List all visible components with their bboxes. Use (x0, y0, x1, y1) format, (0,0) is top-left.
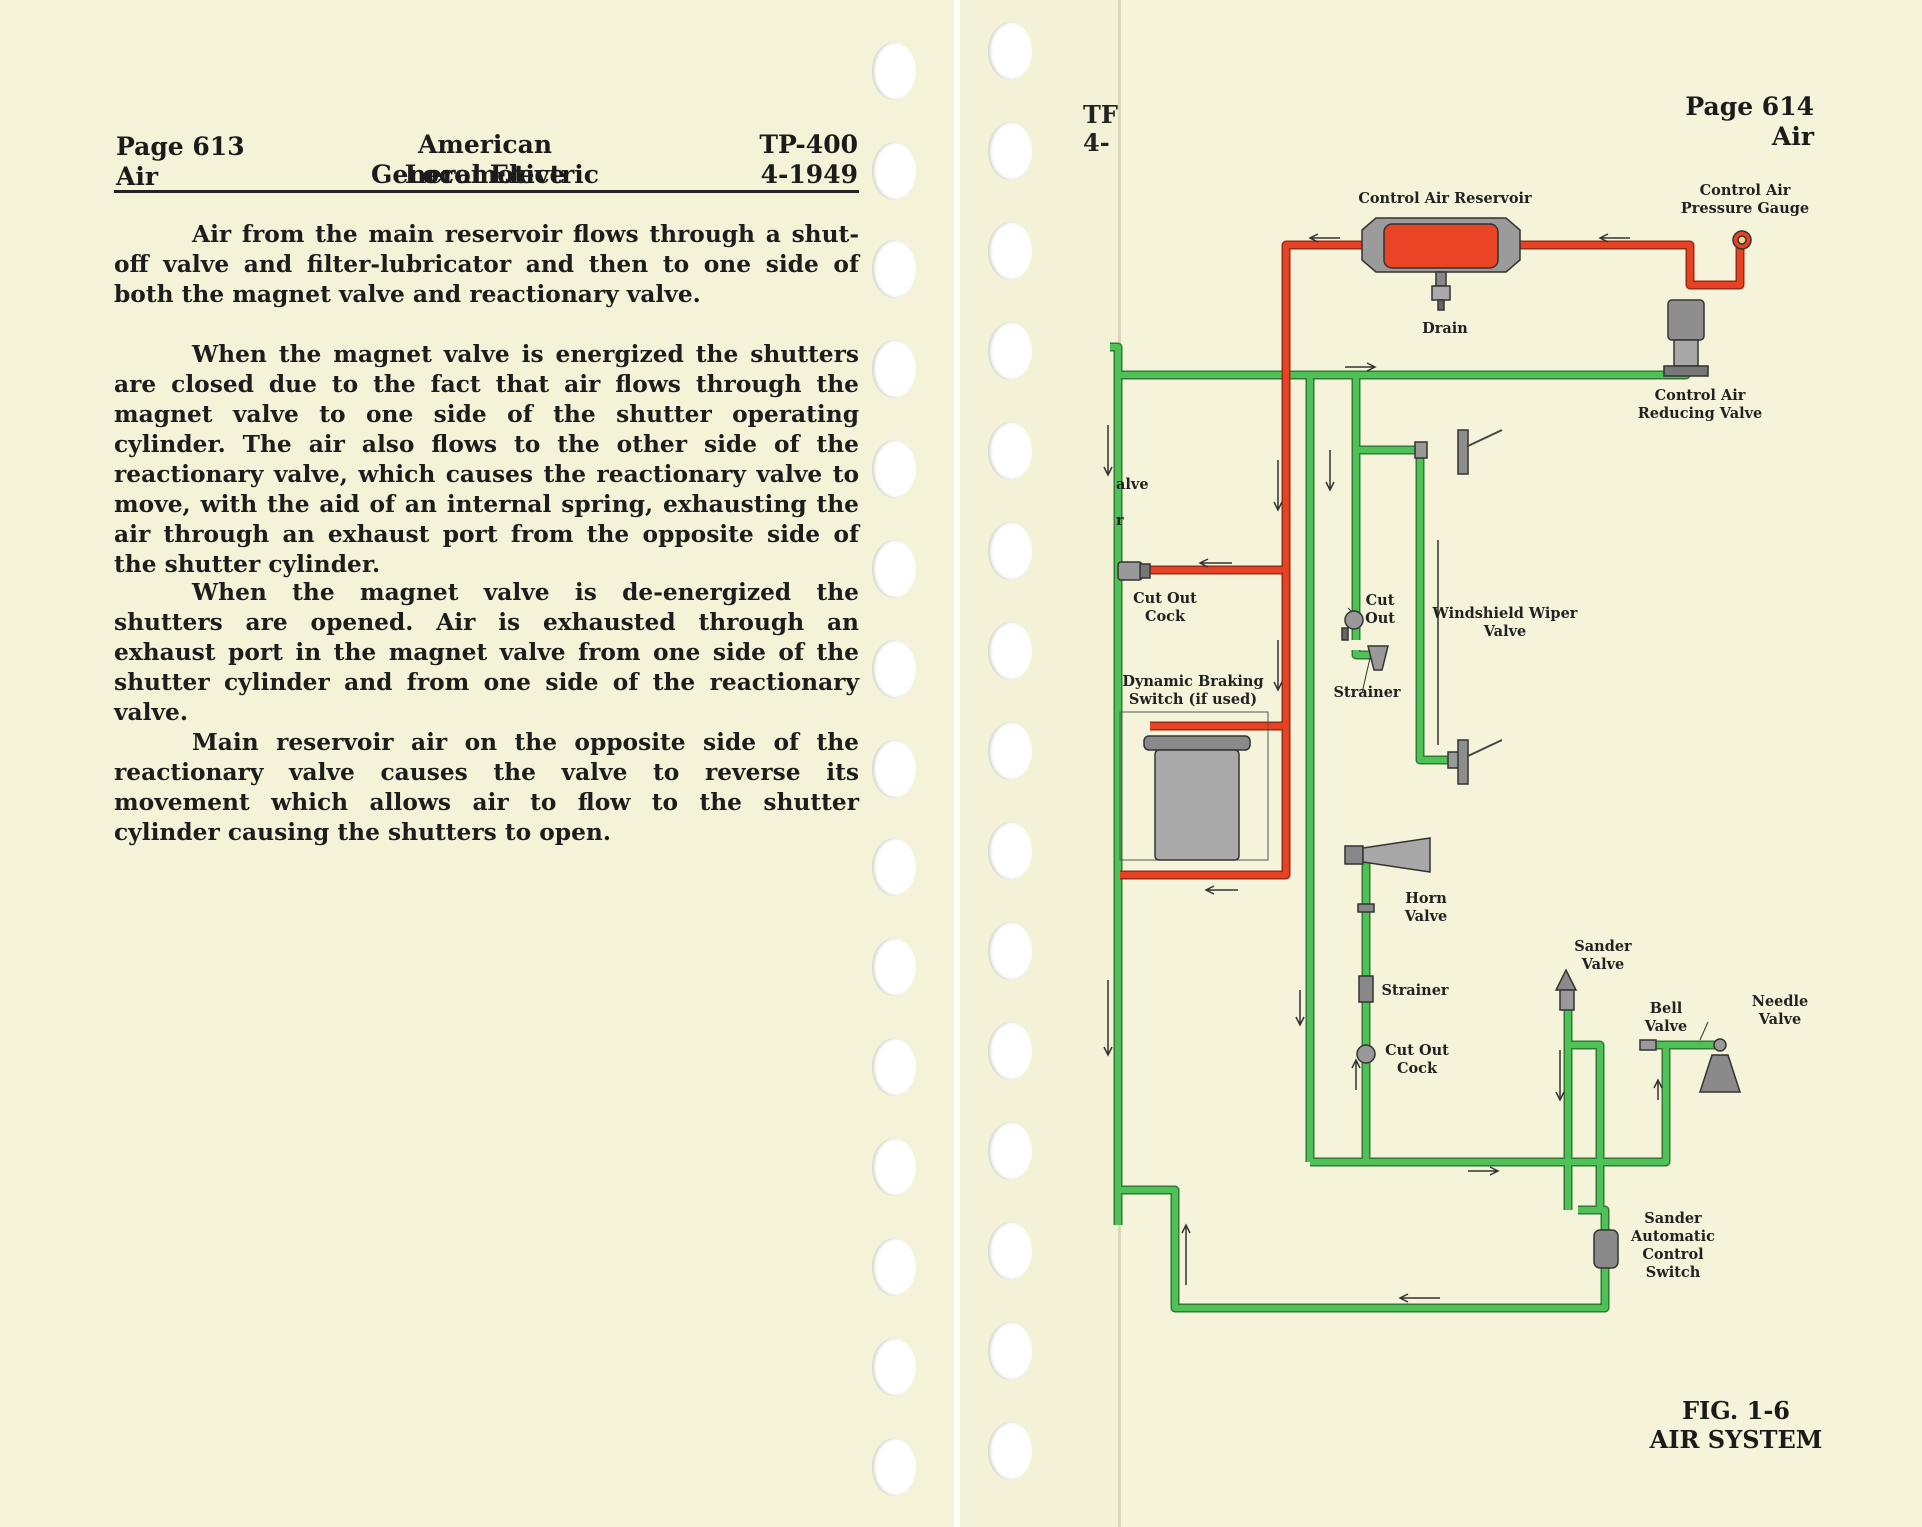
paragraph-3: When the magnet valve is de-energized th… (114, 579, 859, 726)
doc-code: TP-400 (759, 130, 858, 159)
right-page-number: Page 614 (1685, 92, 1814, 121)
binder-hole (988, 722, 1032, 780)
label-windshield-wiper-valve: Windshield Wiper Valve (1432, 605, 1578, 640)
header-rule (114, 190, 859, 193)
cut-out-cock-left (1117, 561, 1151, 581)
left-page-number: Page 613 (116, 132, 245, 161)
binder-hole (988, 822, 1032, 880)
label-drain: Drain (1422, 320, 1468, 337)
label-control-air-reservoir: Control Air Reservoir (1358, 190, 1532, 207)
label-dynamic-braking-switch: Dynamic Braking Switch (if used) (1122, 673, 1264, 708)
paragraph-2: When the magnet valve is energized the s… (114, 341, 859, 578)
label-strainer-lower: Strainer (1381, 982, 1449, 999)
figure-title: AIR SYSTEM (1649, 1425, 1823, 1454)
horn (1344, 837, 1431, 873)
label-pressure-gauge: Control Air Pressure Gauge (1680, 182, 1810, 217)
binder-hole (988, 522, 1032, 580)
binder-hole (872, 540, 916, 598)
red-pipes (1120, 242, 1743, 878)
binder-hole (872, 740, 916, 798)
underlying-label-stub-1: alve (1116, 476, 1149, 493)
binder-hole (988, 1422, 1032, 1480)
label-cut-out: Cut Out (1365, 592, 1395, 627)
dynamic-braking-switch (1119, 711, 1269, 861)
binder-hole (872, 142, 916, 200)
label-sander-valve: Sander Valve (1574, 938, 1632, 973)
binder-hole (872, 42, 916, 100)
pressure-gauge (1732, 230, 1752, 250)
binder-hole (872, 340, 916, 398)
label-bell-valve: Bell Valve (1644, 1000, 1688, 1035)
company-line-2: General Electric (370, 160, 600, 189)
control-air-reservoir (1361, 217, 1521, 311)
strainer-upper (1367, 645, 1389, 671)
doc-date: 4-1949 (760, 160, 858, 189)
binder-hole (988, 922, 1032, 980)
windshield-wiper-valve-bottom (1447, 739, 1503, 785)
label-cut-out-cock-lower: Cut Out Cock (1385, 1042, 1449, 1077)
underlying-code-stub: TF (1083, 100, 1118, 129)
sander-automatic-control-switch (1593, 1229, 1619, 1269)
right-section-title: Air (1771, 122, 1814, 151)
binder-hole (988, 1322, 1032, 1380)
figure-number: FIG. 1-6 (1682, 1396, 1790, 1425)
binder-hole (988, 422, 1032, 480)
paragraph-1: Air from the main reservoir flows throug… (114, 221, 859, 308)
binder-hole (872, 640, 916, 698)
horn-valve-fittings (1356, 903, 1376, 1064)
binder-hole (872, 838, 916, 896)
binder-hole (872, 1438, 916, 1496)
binder-hole (872, 440, 916, 498)
left-section-title: Air (116, 162, 159, 191)
bell (1639, 1038, 1742, 1093)
reducing-valve (1663, 299, 1709, 377)
binder-hole (988, 322, 1032, 380)
windshield-wiper-valve-top (1414, 429, 1503, 475)
cut-out-valve (1341, 610, 1364, 641)
flow-arrows (1103, 233, 1663, 1303)
label-sander-automatic-control-switch: Sander Automatic Control Switch (1631, 1210, 1715, 1281)
company-line-1: American Locomotive (404, 130, 566, 189)
binder-hole (872, 1238, 916, 1296)
underlying-label-stub-2: r (1116, 512, 1124, 529)
binder-hole (872, 1038, 916, 1096)
label-cut-out-cock-left: Cut Out Cock (1133, 590, 1197, 625)
binder-hole (988, 1122, 1032, 1180)
binder-hole (988, 1022, 1032, 1080)
label-horn-valve: Horn Valve (1404, 890, 1448, 925)
underlying-date-stub: 4- (1083, 128, 1110, 157)
binder-hole (988, 222, 1032, 280)
leader-lines (1347, 607, 1709, 1041)
binder-hole (988, 622, 1032, 680)
paragraph-4: Main reservoir air on the opposite side … (114, 729, 859, 846)
sander-valve (1554, 968, 1578, 1011)
label-needle-valve: Needle Valve (1751, 993, 1809, 1028)
binder-hole (872, 240, 916, 298)
binder-hole (988, 22, 1032, 80)
binder-hole (988, 122, 1032, 180)
label-reducing-valve: Control Air Reducing Valve (1637, 387, 1763, 422)
binder-hole (872, 1338, 916, 1396)
binder-hole (872, 1138, 916, 1196)
label-strainer-upper: Strainer (1333, 684, 1401, 701)
binder-hole (872, 938, 916, 996)
left-page: Page 613 Air American Locomotive General… (0, 0, 954, 1527)
binder-hole (988, 1222, 1032, 1280)
